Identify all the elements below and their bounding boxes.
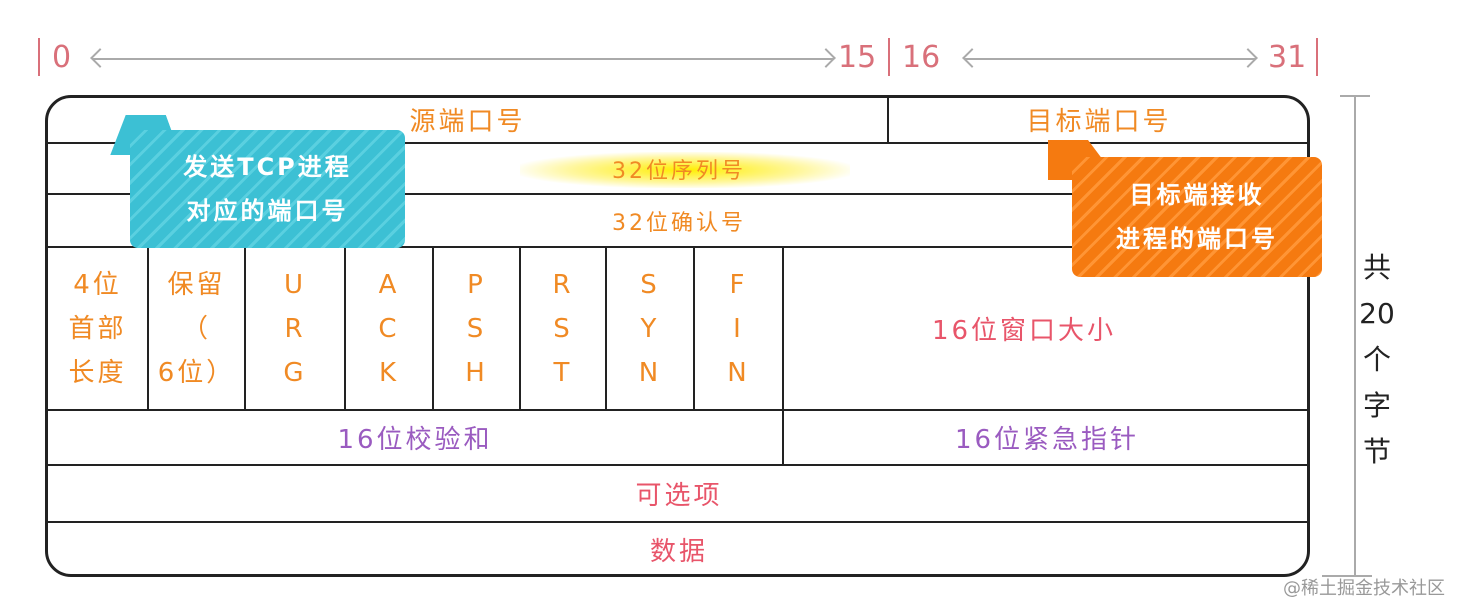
source-port-callout: 发送TCP进程对应的端口号 xyxy=(130,130,405,248)
text: I xyxy=(733,313,744,344)
text: （ xyxy=(181,313,211,344)
scale-arrow-left xyxy=(93,58,833,60)
divider xyxy=(432,246,434,409)
divider xyxy=(48,521,1310,523)
divider xyxy=(48,246,1310,248)
brace-bottom xyxy=(1322,575,1372,577)
text: H xyxy=(465,357,488,388)
text: P xyxy=(467,269,486,300)
text: F xyxy=(729,269,748,300)
watermark: @稀土掘金技术社区 xyxy=(1283,578,1445,599)
source-port-field: 源端口号 xyxy=(409,107,526,137)
text: U xyxy=(283,269,307,300)
header-length-field: 4位首部长度 xyxy=(48,248,147,409)
tcp-header-box xyxy=(45,95,1310,577)
divider xyxy=(48,409,1310,411)
divider xyxy=(693,246,695,409)
text: K xyxy=(378,357,400,388)
divider xyxy=(48,193,1310,195)
text: T xyxy=(553,357,573,388)
text: N xyxy=(727,357,750,388)
text: C xyxy=(378,313,400,344)
text: S xyxy=(553,313,573,344)
text: A xyxy=(378,269,400,300)
divider xyxy=(605,246,607,409)
scale-15: 15 xyxy=(838,40,877,75)
scale-arrow-right xyxy=(965,58,1255,60)
text: S xyxy=(466,313,487,344)
text: N xyxy=(638,357,662,388)
text: 长度 xyxy=(68,357,127,388)
text: 目标端接收 xyxy=(1129,181,1265,209)
options-field: 可选项 xyxy=(635,481,723,511)
brace-line xyxy=(1354,95,1356,575)
text: R xyxy=(284,313,306,344)
data-field: 数据 xyxy=(649,536,708,567)
window-size-field: 16位窗口大小 xyxy=(931,316,1117,346)
text: S xyxy=(640,269,660,300)
text: 节 xyxy=(1362,435,1391,468)
scale-0: 0 xyxy=(52,40,72,75)
text: Y xyxy=(640,313,660,344)
text: 保留 xyxy=(167,269,226,300)
divider xyxy=(887,97,889,142)
scale-tick xyxy=(888,38,890,76)
text: R xyxy=(552,269,574,300)
divider xyxy=(147,246,149,409)
divider xyxy=(344,246,346,409)
text: 个 xyxy=(1362,343,1391,376)
divider xyxy=(48,464,1310,466)
text: 字 xyxy=(1362,389,1391,422)
total-bytes-label: 共 20 个 字 节 xyxy=(1357,245,1397,475)
text: 4位 xyxy=(73,269,122,300)
reserved-field: 保留 （ 6位） xyxy=(149,248,244,409)
scale-tick xyxy=(38,38,40,76)
divider xyxy=(48,142,1310,144)
text: 首部 xyxy=(68,313,127,344)
highlight xyxy=(520,152,850,188)
divider xyxy=(244,246,246,409)
divider xyxy=(782,246,784,464)
text: 对应的端口号 xyxy=(186,197,349,225)
text: G xyxy=(283,357,307,388)
scale-16: 16 xyxy=(902,40,941,75)
sequence-number-field: 32位序列号 xyxy=(612,158,746,184)
dest-port-field: 目标端口号 xyxy=(1026,107,1172,137)
text: 进程的端口号 xyxy=(1116,225,1278,253)
text: 发送TCP进程 xyxy=(183,153,352,181)
scale-tick xyxy=(1316,38,1318,76)
text: 20 xyxy=(1359,297,1395,330)
text: 6位） xyxy=(157,357,236,388)
urgent-pointer-field: 16位紧急指针 xyxy=(954,425,1140,455)
ack-number-field: 32位确认号 xyxy=(612,210,746,236)
divider xyxy=(519,246,521,409)
checksum-field: 16位校验和 xyxy=(337,425,493,455)
text: 共 xyxy=(1362,251,1391,284)
scale-31: 31 xyxy=(1268,40,1307,75)
dest-port-callout: 目标端接收进程的端口号 xyxy=(1072,157,1322,277)
